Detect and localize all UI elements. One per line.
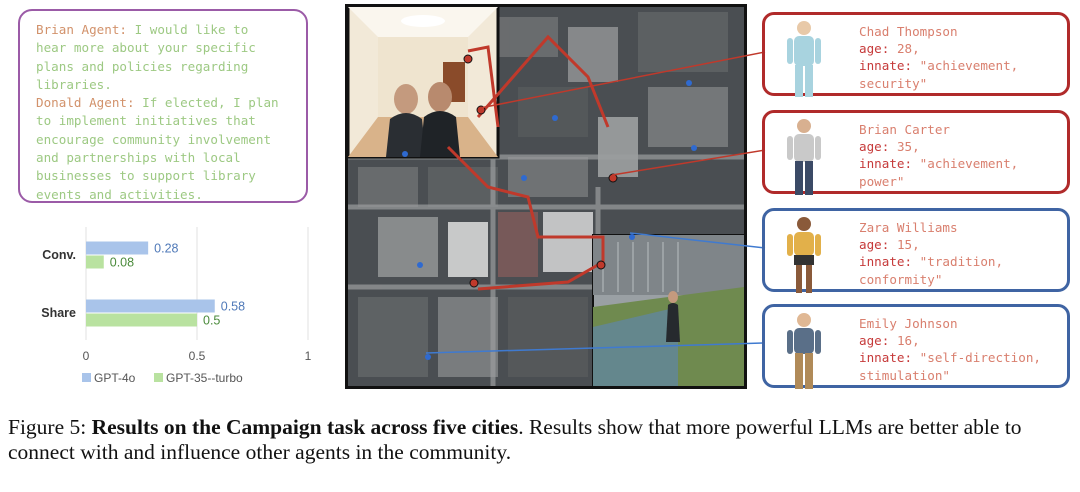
age-key: age: [859,139,890,155]
chart-data-label: 0.5 [203,314,220,328]
chart-data-label: 0.28 [154,242,178,256]
chart-xtick-label: 0 [83,349,90,363]
chart-legend-label: GPT-4o [94,371,136,385]
utterance-text: I would like to hear more about your spe… [36,22,256,92]
agent-age: 16, [896,333,920,349]
dialogue-line: Donald Agent: If elected, I plan to impl… [36,94,294,204]
agent-innate: "achievement, [919,58,1019,74]
innate-key: innate: [859,254,913,270]
chart-legend-swatch [154,373,163,382]
agent-avatar [787,119,821,195]
map-illustration [348,7,744,386]
agent-info: Emily Johnson age: 16, innate: "self-dir… [859,315,1041,384]
innate-key: innate: [859,156,913,172]
utterance-text: If elected, I plan to implement initiati… [36,95,279,202]
speaker-label: Donald Agent: [36,95,135,111]
figure-caption: Figure 5: Results on the Campaign task a… [8,415,1076,465]
city-map-panel [345,4,747,389]
agent-name: Zara Williams [859,220,958,235]
chart-bar [86,313,197,327]
agent-age: 15, [896,237,920,253]
agent-avatar [787,21,821,97]
agent-card: Emily Johnson age: 16, innate: "self-dir… [762,304,1070,389]
agent-innate-cont: security" [859,75,928,91]
agent-card: Chad Thompson age: 28, innate: "achievem… [762,12,1070,97]
agent-innate: "tradition, [919,254,1004,270]
chart-legend-label: GPT-35--turbo [166,371,243,385]
agent-innate: "self-direction, [919,350,1041,366]
chart-bar [86,299,215,313]
agent-info: Zara Williams age: 15, innate: "traditio… [859,219,1003,288]
age-key: age: [859,41,890,57]
agent-card: Zara Williams age: 15, innate: "traditio… [762,208,1070,293]
agent-avatar [787,217,821,293]
chart-bar [86,241,149,255]
chart-legend-swatch [82,373,91,382]
age-key: age: [859,237,890,253]
agent-avatar [787,313,821,389]
caption-body: . Results show that more powerful LLMs a… [8,415,1022,464]
innate-key: innate: [859,58,913,74]
agent-name: Emily Johnson [859,316,958,331]
chart-bar [86,255,104,269]
age-key: age: [859,333,890,349]
caption-title: Results on the Campaign task across five… [91,415,519,439]
agent-innate-cont: stimulation" [859,367,950,383]
chart-category-label: Share [41,306,76,320]
chart-xtick-label: 1 [305,349,312,363]
agent-innate: "achievement, [919,156,1019,172]
chart-data-label: 0.08 [110,256,134,270]
speaker-label: Brian Agent: [36,22,127,37]
agent-card: Brian Carter age: 35, innate: "achieveme… [762,110,1070,195]
agent-name: Chad Thompson [859,24,958,39]
agent-age: 28, [896,41,920,57]
chart-xtick-label: 0.5 [189,349,206,363]
agent-info: Chad Thompson age: 28, innate: "achievem… [859,23,1018,92]
chart-category-label: Conv. [42,248,76,262]
chart-data-label: 0.58 [221,300,245,314]
agent-innate-cont: conformity" [859,271,943,287]
agent-name: Brian Carter [859,122,950,137]
caption-prefix: Figure 5: [8,415,92,439]
agent-info: Brian Carter age: 35, innate: "achieveme… [859,121,1018,190]
dialogue-bubble: Brian Agent: I would like to hear more a… [18,9,308,203]
agent-innate-cont: power" [859,173,905,189]
agent-age: 35, [896,139,920,155]
dialogue-line: Brian Agent: I would like to hear more a… [36,21,294,94]
innate-key: innate: [859,350,913,366]
